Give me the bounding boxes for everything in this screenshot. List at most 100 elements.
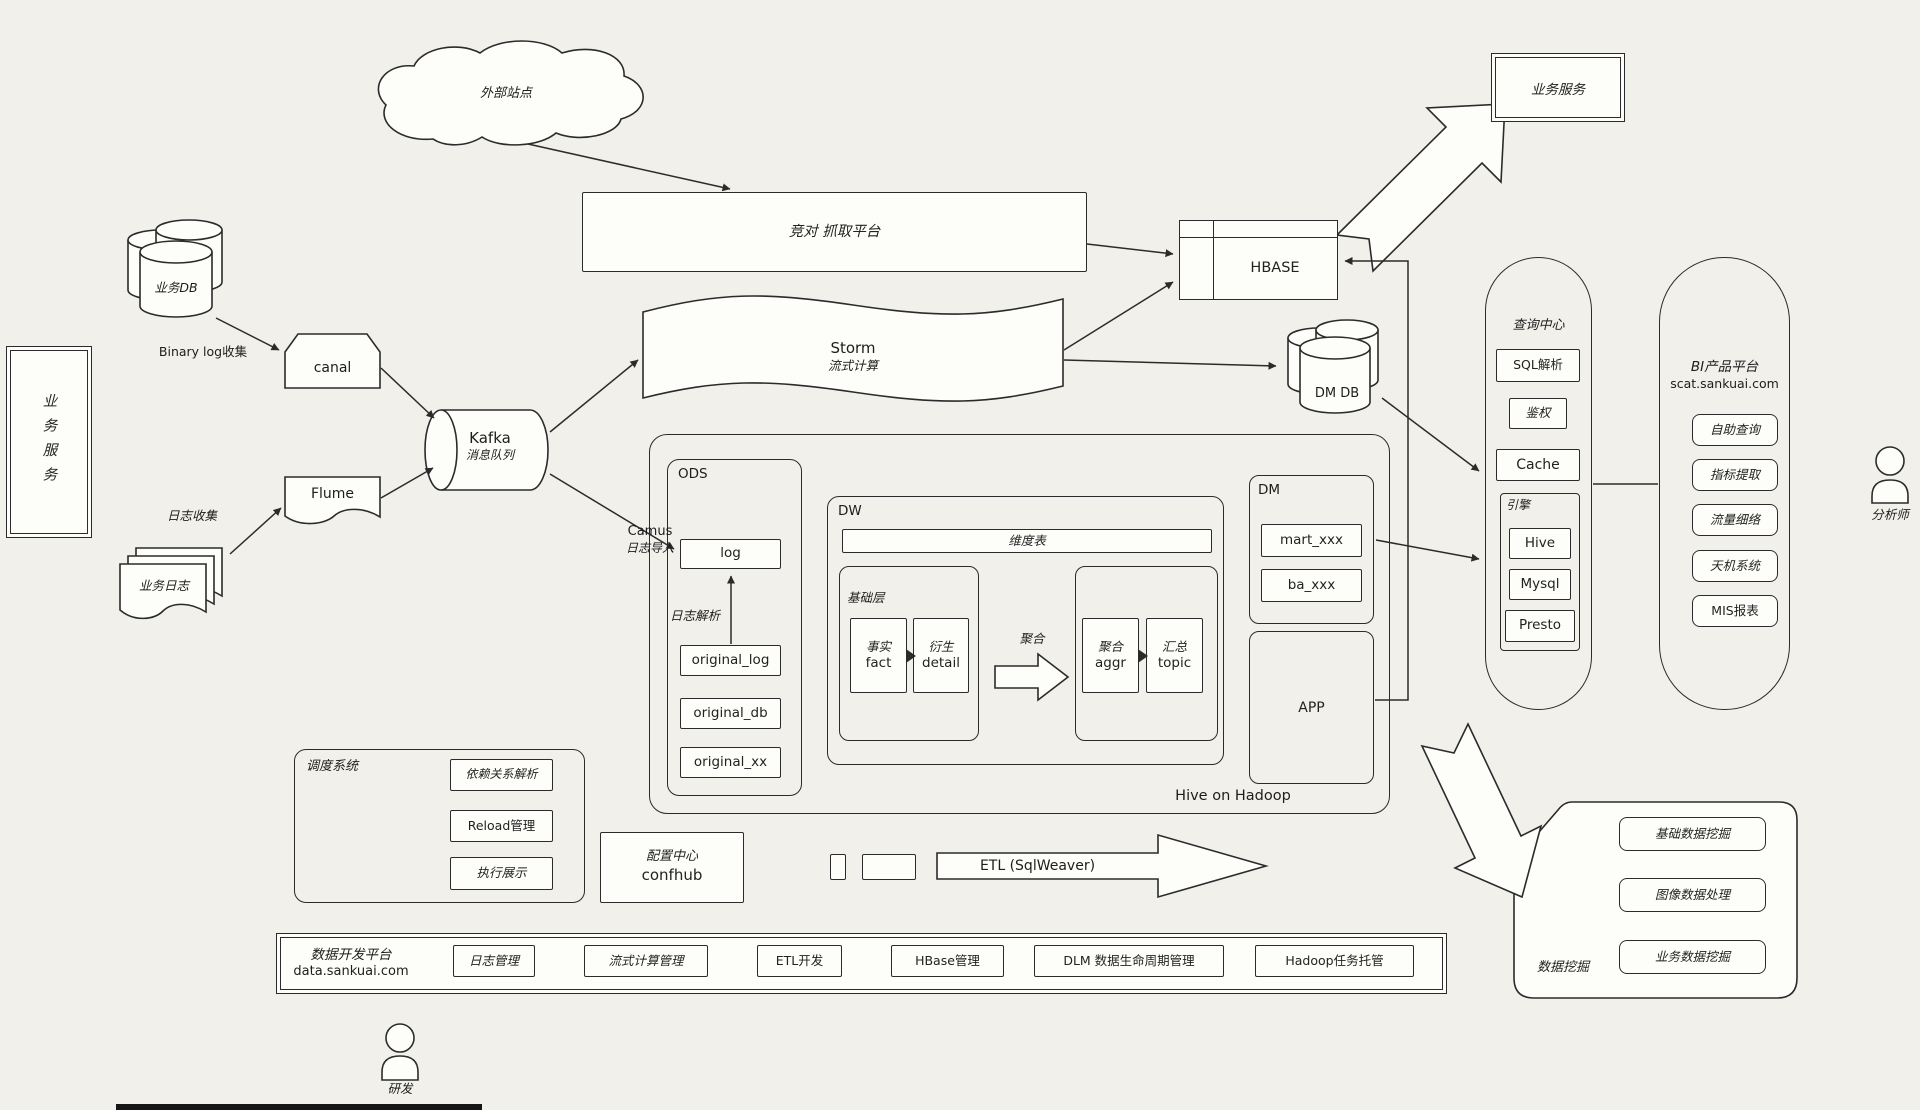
camus-label: Camus 日志导入 [612,520,688,560]
dw-detail-en: detail [922,654,960,671]
business-service-left-label: 业务服务 [40,393,57,491]
bi-item-self-query-label: 自助查询 [1709,421,1760,437]
dw-fact-box: 事实 fact [850,618,907,693]
platform-item-hadoop-hosting: Hadoop任务托管 [1255,945,1414,977]
dm-mart-box: mart_xxx [1261,524,1362,557]
platform-item-dlm: DLM 数据生命周期管理 [1034,945,1224,977]
scheduler-item-dependency: 依赖关系解析 [450,759,553,791]
bi-item-metric-extract-label: 指标提取 [1709,466,1760,482]
query-center-cache: Cache [1496,449,1580,481]
scheduler-item-reload: Reload管理 [450,810,553,842]
dev-platform-title-cn: 数据开发平台 [310,947,392,964]
engine-mysql-label: Mysql [1520,575,1560,592]
dw-container [827,496,1224,765]
scheduler-item-reload-label: Reload管理 [467,817,536,833]
flume-label: Flume [310,486,355,503]
ods-original-xx-label: original_xx [693,753,768,770]
big-arrow-down-right [1420,722,1543,899]
query-center-engine-title: 引擎 [1506,497,1531,512]
kafka-subtitle: 消息队列 [465,447,514,462]
crawl-platform-label: 竞对 抓取平台 [788,223,881,240]
dw-detail-cn: 衍生 [928,638,954,654]
platform-item-log-mgmt-label: 日志管理 [468,952,519,968]
etl-arrow-label: ETL (SqlWeaver) [979,858,1096,875]
external-site-label: 外部站点 [479,85,532,101]
crawl-platform-box: 竞对 抓取平台 [582,192,1087,272]
ods-log-label: log [720,545,741,562]
bi-platform-title-cn: BI产品平台 [1690,358,1759,375]
confhub-cn-label: 配置中心 [645,849,698,865]
wire-canal-to-kafka [380,367,435,419]
wire-dm-to-querycenter [1375,539,1480,562]
dm-mart-label: mart_xxx [1280,531,1343,548]
mining-item-basic-label: 基础数据挖掘 [1654,825,1730,841]
bi-item-traffic: 流量细络 [1692,504,1778,536]
mining-title: 数据挖掘 [1536,959,1589,975]
dw-fact-cn: 事实 [865,638,891,654]
camus-line2: 日志导入 [625,540,674,555]
platform-item-hadoop-hosting-label: Hadoop任务托管 [1285,952,1384,968]
platform-item-etl-dev-label: ETL开发 [775,952,824,968]
log-parse-label: 日志解析 [669,608,720,624]
bi-item-tianji: 天机系统 [1692,550,1778,582]
ods-original-db-box: original_db [680,698,781,729]
app-label: APP [1298,699,1325,716]
ods-title: ODS [678,465,708,482]
ods-original-db-label: original_db [693,704,768,721]
dw-aggr-cn: 聚合 [1097,638,1123,654]
platform-item-stream-mgmt: 流式计算管理 [584,945,708,977]
scheduler-item-display-label: 执行展示 [476,865,527,881]
bi-item-traffic-label: 流量细络 [1709,511,1760,527]
business-db-cylinders [127,219,223,318]
storm-subtitle: 流式计算 [827,357,878,373]
mining-item-image-label: 图像数据处理 [1654,886,1730,902]
bi-item-tianji-label: 天机系统 [1709,557,1760,573]
log-collect-label: 日志收集 [166,508,217,524]
mining-item-business-label: 业务数据挖掘 [1654,948,1730,964]
binary-log-collect-label: Binary log收集 [158,344,248,360]
wire-cloud-to-crawl [527,143,731,192]
business-service-left-box: 业务服务 [6,346,92,538]
ods-original-log-label: original_log [691,651,770,668]
bi-platform-stadium [1659,257,1790,710]
dw-base-layer-box [839,566,979,741]
canal-label: canal [313,360,352,377]
ods-original-xx-box: original_xx [680,747,781,778]
ods-original-log-box: original_log [680,645,781,676]
business-service-top-box: 业务服务 [1491,53,1625,122]
hive-on-hadoop-caption: Hive on Hadoop [1175,787,1291,804]
query-center-title: 查询中心 [1512,317,1565,333]
dw-detail-box: 衍生 detail [913,618,969,693]
wire-storm-to-hbase [1063,281,1174,351]
query-center-sql-parse-label: SQL解析 [1513,357,1563,373]
dimension-table-bar: 维度表 [842,529,1212,553]
dm-ba-label: ba_xxx [1287,576,1336,593]
storm-label: Storm 流式计算 [790,334,916,378]
mining-item-basic: 基础数据挖掘 [1619,817,1766,851]
kafka-name: Kafka [469,429,511,448]
ods-container [667,459,802,796]
confhub-box: 配置中心 confhub [600,832,744,903]
dm-db-label: DM DB [1314,385,1360,401]
wire-storm-to-dmdb [1063,359,1277,370]
dw-fact-en: fact [865,654,892,671]
bi-item-mis-report: MIS报表 [1692,595,1778,627]
hbase-label: HBASE [1250,260,1300,276]
dw-aggr-box: 聚合 aggr [1082,618,1139,693]
scheduler-item-display: 执行展示 [450,857,553,890]
dw-aggr-en: aggr [1095,654,1126,671]
screen-edge-strip [116,1104,482,1110]
mining-item-image: 图像数据处理 [1619,878,1766,912]
dev-platform-title: 数据开发平台 data.sankuai.com [282,938,420,990]
wire-crawl-to-hbase [1086,243,1174,258]
wire-dmdb-to-querycenter [1381,397,1480,472]
dw-topic-box: 汇总 topic [1146,618,1203,693]
query-center-sql-parse: SQL解析 [1496,349,1580,382]
hbase-box: HBASE [1179,220,1338,300]
wire-flume-to-kafka [380,467,434,499]
developer-label: 研发 [387,1081,413,1097]
query-center-auth: 鉴权 [1509,398,1567,429]
app-box: APP [1249,631,1374,784]
business-db-label: 业务DB [154,280,198,296]
